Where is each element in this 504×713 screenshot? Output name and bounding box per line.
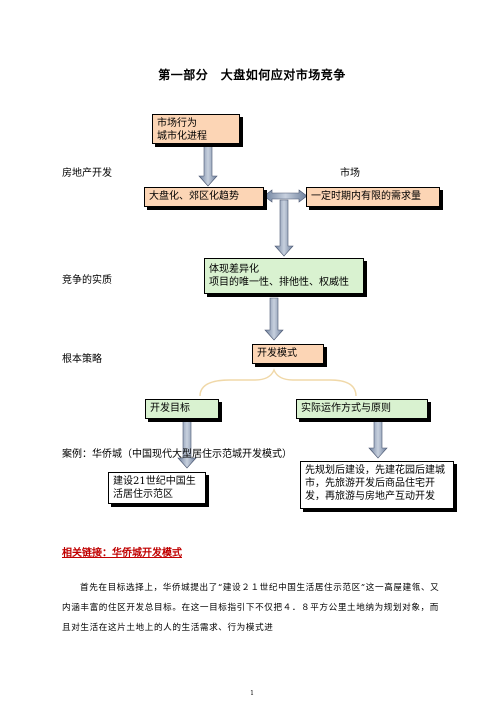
box-limited-demand: 一定时期内有限的需求量 (306, 187, 440, 207)
related-link[interactable]: 相关链接：华侨城开发模式 (62, 548, 182, 559)
box-differentiation-line1: 体现差异化 (209, 264, 259, 275)
box-operation-detail: 先规划后建设，先建花园后建城 市，先旅游开发后商品住宅开 发，再旅游与房地产互动… (300, 461, 454, 509)
box-goal-detail: 建设21世纪中国生 活居住示范区 (108, 472, 206, 504)
box-market-behavior-line1: 市场行为 (157, 118, 197, 129)
box-operation-detail-line1: 先规划后建设，先建花园后建城 (305, 465, 445, 476)
label-case: 案例：华侨城（中国现代大型居住示范城开发模式） (62, 449, 292, 460)
box-differentiation-line2: 项目的唯一性、排他性、权威性 (209, 277, 349, 288)
arrow-down-4 (177, 419, 197, 469)
page-title: 第一部分 大盘如何应对市场竞争 (158, 68, 346, 82)
arrow-down-2 (274, 199, 294, 257)
label-competition: 竞争的实质 (62, 275, 112, 286)
box-large-scale: 大盘化、郊区化趋势 (144, 187, 264, 207)
box-differentiation: 体现差异化 项目的唯一性、排他性、权威性 (204, 258, 364, 294)
arrow-down-1 (198, 145, 218, 187)
page-number: 1 (250, 690, 254, 697)
box-goal-detail-line1: 建设21世纪中国生 (113, 476, 196, 487)
label-real-estate: 房地产开发 (62, 168, 112, 179)
box-market-behavior: 市场行为 城市化进程 (152, 114, 240, 144)
body-paragraph: 首先在目标选择上，华侨城提出了“建设２１世纪中国生活居住示范区”这一高屋建瓴、又… (62, 583, 440, 633)
arrow-down-5 (368, 419, 388, 459)
box-operation-detail-line3: 发，再旅游与房地产互动开发 (305, 491, 435, 502)
box-operation-detail-line2: 市，先旅游开发后商品住宅开 (305, 478, 435, 489)
box-goal-detail-line2: 活居住示范区 (113, 489, 173, 500)
box-market-behavior-line2: 城市化进程 (157, 131, 207, 142)
box-dev-mode: 开发模式 (252, 344, 324, 364)
arrow-down-3 (264, 297, 284, 341)
label-strategy: 根本策略 (62, 354, 102, 365)
brace-curve (199, 368, 357, 397)
label-market: 市场 (340, 168, 360, 179)
box-dev-goal: 开发目标 (145, 399, 219, 419)
box-operation: 实际运作方式与原则 (296, 399, 428, 419)
